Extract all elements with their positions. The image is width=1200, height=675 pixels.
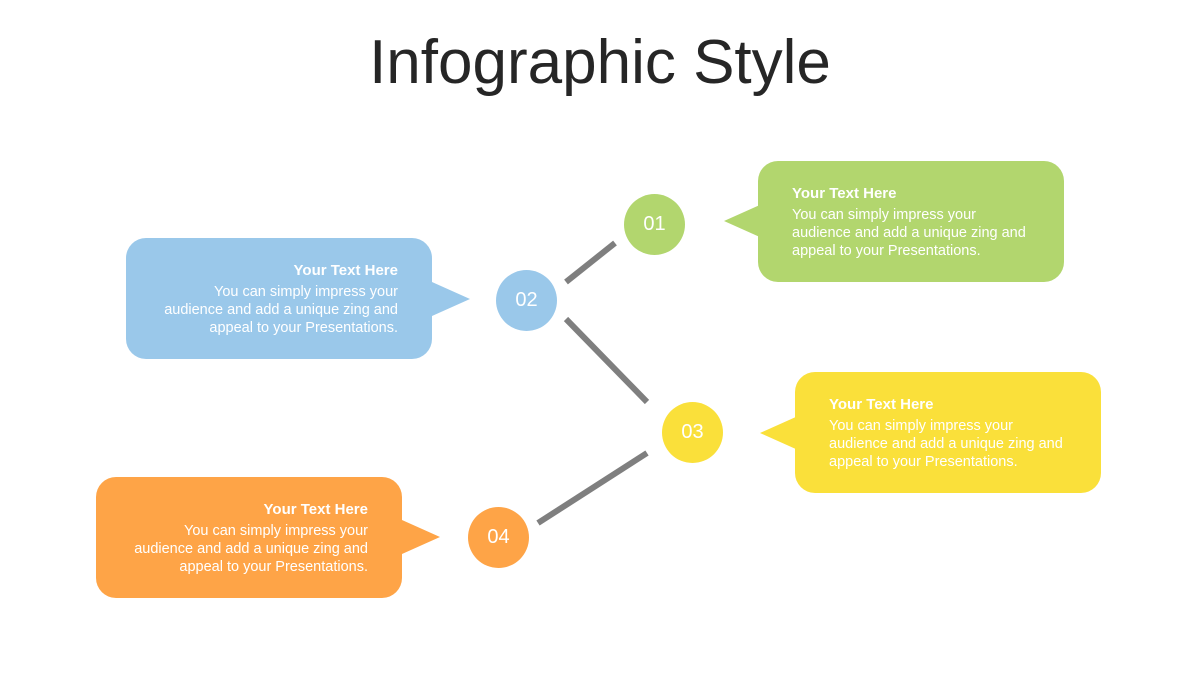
step-number-circle-01: 01 — [624, 194, 685, 255]
bubble-body: You can simply impress your audience and… — [829, 417, 1063, 470]
bubble-pointer-01 — [724, 204, 762, 238]
text-bubble-02: Your Text Here You can simply impress yo… — [126, 238, 432, 359]
bubble-pointer-02 — [432, 282, 470, 316]
connector-02-01 — [564, 240, 617, 285]
step-number-circle-04: 04 — [468, 507, 529, 568]
step-number: 02 — [515, 289, 538, 311]
bubble-heading: Your Text Here — [792, 184, 897, 202]
step-number: 03 — [681, 421, 704, 443]
step-number-circle-03: 03 — [662, 402, 723, 463]
text-bubble-03: Your Text Here You can simply impress yo… — [795, 372, 1101, 493]
step-number: 01 — [643, 213, 666, 235]
step-number-circle-02: 02 — [496, 270, 557, 331]
text-bubble-04: Your Text Here You can simply impress yo… — [96, 477, 402, 598]
bubble-heading: Your Text Here — [263, 500, 368, 518]
bubble-pointer-03 — [760, 416, 798, 450]
bubble-body: You can simply impress your audience and… — [792, 206, 1026, 259]
bubble-heading: Your Text Here — [293, 261, 398, 279]
step-number: 04 — [487, 526, 510, 548]
connector-03-04 — [536, 450, 649, 526]
bubble-body: You can simply impress your audience and… — [134, 522, 368, 575]
text-bubble-01: Your Text Here You can simply impress yo… — [758, 161, 1064, 282]
connector-02-03 — [563, 316, 650, 405]
bubble-heading: Your Text Here — [829, 395, 934, 413]
slide-title: Infographic Style — [369, 28, 831, 97]
bubble-pointer-04 — [402, 520, 440, 554]
bubble-body: You can simply impress your audience and… — [164, 283, 398, 336]
